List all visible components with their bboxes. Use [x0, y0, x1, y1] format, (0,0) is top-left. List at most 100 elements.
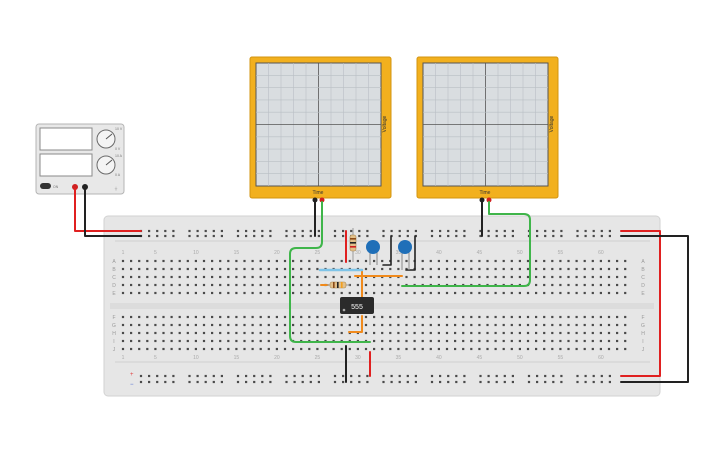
rail-hole[interactable] — [317, 234, 320, 238]
hole[interactable] — [324, 347, 327, 351]
hole[interactable] — [154, 315, 157, 319]
hole[interactable] — [235, 339, 238, 343]
hole[interactable] — [138, 291, 141, 295]
rail-hole[interactable] — [414, 234, 417, 238]
wire-scope-left-signal[interactable] — [289, 201, 371, 343]
hole[interactable] — [194, 323, 197, 327]
hole[interactable] — [567, 283, 570, 287]
rail-hole[interactable] — [382, 229, 385, 233]
hole[interactable] — [348, 259, 351, 263]
hole[interactable] — [170, 275, 173, 279]
rail-hole[interactable] — [487, 380, 490, 384]
hole[interactable] — [421, 339, 424, 343]
hole[interactable] — [535, 267, 538, 271]
hole[interactable] — [138, 275, 141, 279]
hole[interactable] — [227, 267, 230, 271]
hole[interactable] — [454, 291, 457, 295]
hole[interactable] — [283, 259, 287, 263]
hole[interactable] — [575, 331, 578, 335]
resistor-vertical[interactable] — [349, 228, 357, 262]
hole[interactable] — [348, 347, 351, 351]
hole[interactable] — [267, 315, 270, 319]
hole[interactable] — [121, 275, 125, 279]
hole[interactable] — [194, 291, 197, 295]
hole[interactable] — [575, 267, 578, 271]
hole[interactable] — [202, 347, 206, 351]
hole[interactable] — [275, 339, 278, 343]
hole[interactable] — [551, 339, 554, 343]
hole[interactable] — [445, 259, 449, 263]
wire-cap1-ground[interactable] — [382, 235, 392, 266]
hole[interactable] — [437, 291, 440, 295]
rail-hole[interactable] — [245, 234, 248, 238]
rail-hole[interactable] — [608, 374, 611, 378]
hole[interactable] — [332, 315, 335, 319]
hole[interactable] — [478, 315, 481, 319]
rail-hole[interactable] — [333, 380, 337, 384]
hole[interactable] — [607, 275, 611, 279]
rail-hole[interactable] — [309, 229, 312, 233]
rail-hole[interactable] — [301, 229, 304, 233]
hole[interactable] — [340, 259, 343, 263]
hole[interactable] — [146, 347, 149, 351]
rail-hole[interactable] — [253, 234, 256, 238]
hole[interactable] — [559, 275, 562, 279]
rail-hole[interactable] — [317, 380, 320, 384]
hole[interactable] — [526, 315, 530, 319]
hole[interactable] — [121, 331, 125, 335]
wire-orange-discharge[interactable] — [348, 315, 363, 333]
hole[interactable] — [591, 339, 594, 343]
rail-hole[interactable] — [366, 234, 369, 238]
rail-hole[interactable] — [350, 380, 353, 384]
hole[interactable] — [397, 331, 400, 335]
hole[interactable] — [397, 259, 400, 263]
hole[interactable] — [454, 331, 457, 335]
rail-hole[interactable] — [188, 234, 191, 238]
hole[interactable] — [510, 323, 513, 327]
hole[interactable] — [502, 267, 505, 271]
rail-hole[interactable] — [358, 234, 361, 238]
hole[interactable] — [138, 323, 141, 327]
hole[interactable] — [275, 259, 278, 263]
hole[interactable] — [616, 267, 619, 271]
hole[interactable] — [494, 315, 497, 319]
hole[interactable] — [421, 323, 424, 327]
hole[interactable] — [340, 315, 343, 319]
hole[interactable] — [364, 259, 368, 263]
hole[interactable] — [162, 347, 165, 351]
hole[interactable] — [478, 331, 481, 335]
hole[interactable] — [437, 275, 440, 279]
hole[interactable] — [454, 339, 457, 343]
wire-supply-negative[interactable] — [84, 188, 142, 237]
hole[interactable] — [429, 323, 432, 327]
hole[interactable] — [494, 331, 497, 335]
hole[interactable] — [559, 259, 562, 263]
hole[interactable] — [227, 291, 230, 295]
hole[interactable] — [405, 339, 408, 343]
hole[interactable] — [518, 259, 521, 263]
hole[interactable] — [583, 347, 586, 351]
hole[interactable] — [211, 331, 214, 335]
rail-hole[interactable] — [188, 374, 191, 378]
hole[interactable] — [243, 323, 246, 327]
hole[interactable] — [235, 259, 238, 263]
hole[interactable] — [267, 259, 270, 263]
hole[interactable] — [599, 323, 602, 327]
hole[interactable] — [478, 347, 481, 351]
hole[interactable] — [235, 267, 238, 271]
rail-hole[interactable] — [544, 229, 547, 233]
rail-hole[interactable] — [503, 380, 506, 384]
rail-hole[interactable] — [212, 374, 215, 378]
hole[interactable] — [251, 259, 254, 263]
hole[interactable] — [583, 323, 586, 327]
rail-hole[interactable] — [487, 229, 490, 233]
rail-hole[interactable] — [576, 229, 579, 233]
hole[interactable] — [211, 267, 214, 271]
rail-hole[interactable] — [172, 229, 175, 233]
hole[interactable] — [551, 267, 554, 271]
hole[interactable] — [348, 275, 351, 279]
hole[interactable] — [616, 339, 619, 343]
rail-hole[interactable] — [269, 374, 272, 378]
hole[interactable] — [454, 267, 457, 271]
wire-supply-positive[interactable] — [74, 188, 142, 232]
